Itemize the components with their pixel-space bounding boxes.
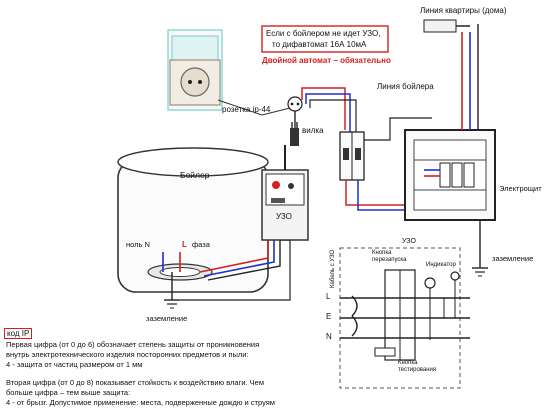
panel-label: Электрощит [499, 184, 542, 193]
boiler-label: Бойлер [180, 170, 210, 180]
warning-line-2: то дифавтомат 16А 10мА [272, 40, 367, 49]
schematic-indicator: Индикатор [426, 262, 456, 268]
socket-label: розетка ip-44 [222, 105, 271, 114]
schematic-reset-2: перезапуска [372, 257, 407, 263]
schematic-cable: Кабель с УЗО [330, 249, 336, 288]
apartment-line-label: Линия квартиры (дома) [420, 6, 507, 15]
neutral-label: ноль N [126, 240, 150, 249]
boiler-line-label: Линия бойлера [377, 82, 434, 91]
double-breaker [339, 131, 365, 195]
warning-line-1: Если с бойлером не идет УЗО, [266, 29, 381, 38]
panel-ground-symbol [472, 220, 488, 277]
ground-left-label: заземление [146, 314, 188, 323]
schematic-L: L [326, 292, 331, 301]
boiler-tank [117, 147, 269, 293]
ip-code-text-3: 4 - защита от частиц размером от 1 мм [6, 360, 143, 369]
ground-right-label: заземление [492, 254, 534, 263]
socket-to-panel-wires [294, 87, 357, 132]
ip-code-text-1: Первая цифра (от 0 до 6) обозначает степ… [6, 340, 260, 349]
uzo-schematic [339, 247, 470, 389]
ip-code-title: код IP [4, 328, 33, 339]
schematic-test-2: тестирования [398, 367, 437, 373]
electrical-panel [404, 129, 496, 221]
warning-box [261, 25, 389, 53]
schematic-N: N [326, 332, 332, 341]
schematic-test-1: Кнопка [398, 360, 418, 366]
warning-line-3: Двойной автомат – обязательно [262, 56, 391, 65]
uzo-device [261, 145, 309, 241]
schematic-E: E [326, 312, 332, 321]
plug-icon [290, 122, 299, 146]
schematic-title: УЗО [402, 238, 416, 245]
phase-L-label: L [182, 240, 187, 249]
ip-code-text-4: Вторая цифра (от 0 до 8) показывает стой… [6, 378, 264, 387]
ip-code-text-5: больше цифра – тем выше защита: [6, 388, 131, 397]
uzo-label: УЗО [276, 212, 292, 221]
socket-pointer-line [217, 99, 291, 116]
schematic-reset-1: Кнопка [372, 250, 392, 256]
boiler-terminal-wires [162, 252, 181, 309]
phase-label: фаза [192, 240, 210, 249]
ip-code-text-6: 4 - от брызг. Допустимое применение: мес… [6, 398, 275, 407]
plug-label: вилка [302, 126, 324, 135]
apartment-line-wires [423, 19, 479, 130]
socket-icon [167, 29, 223, 111]
wall-socket-icon [287, 96, 303, 112]
ip-code-text-2: внутрь электротехнического изделия посто… [6, 350, 249, 359]
